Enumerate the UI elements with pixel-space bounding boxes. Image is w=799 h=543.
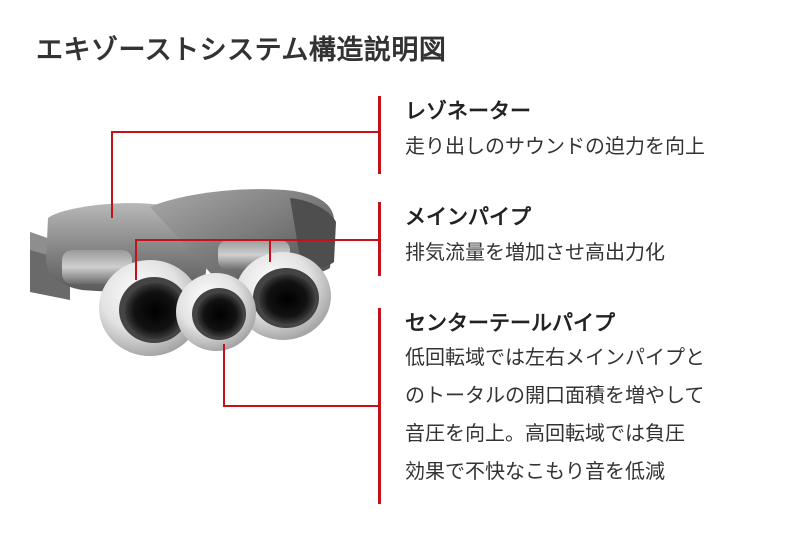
leader-line-center-pipe: [223, 344, 378, 407]
callout-heading-resonator: レゾネーター: [405, 99, 531, 123]
callout-center-tail-pipe: センターテールパイプ 低回転域では左右メインパイプと のトータルの開口面積を増や…: [378, 308, 705, 504]
callout-resonator: レゾネーター 走り出しのサウンドの迫力を向上: [378, 96, 705, 174]
leader-line-main-pipe: [135, 239, 378, 280]
callout-main-pipe: メインパイプ 排気流量を増加させ高出力化: [378, 202, 665, 276]
callout-text-main-pipe: 排気流量を増加させ高出力化: [405, 240, 665, 264]
tailpipe-tip-left: [99, 260, 201, 356]
tailpipe-tip-center: [176, 273, 256, 351]
callout-text-line: 音圧を向上。高回転域では負圧: [405, 421, 685, 445]
callout-text-line: のトータルの開口面積を増やして: [405, 383, 705, 407]
callout-heading-main-pipe: メインパイプ: [405, 205, 531, 229]
leader-line-resonator: [111, 131, 378, 218]
callout-text-resonator: 走り出しのサウンドの迫力を向上: [405, 134, 705, 158]
tailpipe-tip-right: [235, 252, 331, 340]
callout-text-line: 効果で不快なこもり音を低減: [405, 459, 665, 483]
callout-text-line: 低回転域では左右メインパイプと: [405, 345, 705, 369]
callout-heading-center-tail-pipe: センターテールパイプ: [405, 311, 615, 335]
page-title: エキゾーストシステム構造説明図: [36, 35, 447, 66]
